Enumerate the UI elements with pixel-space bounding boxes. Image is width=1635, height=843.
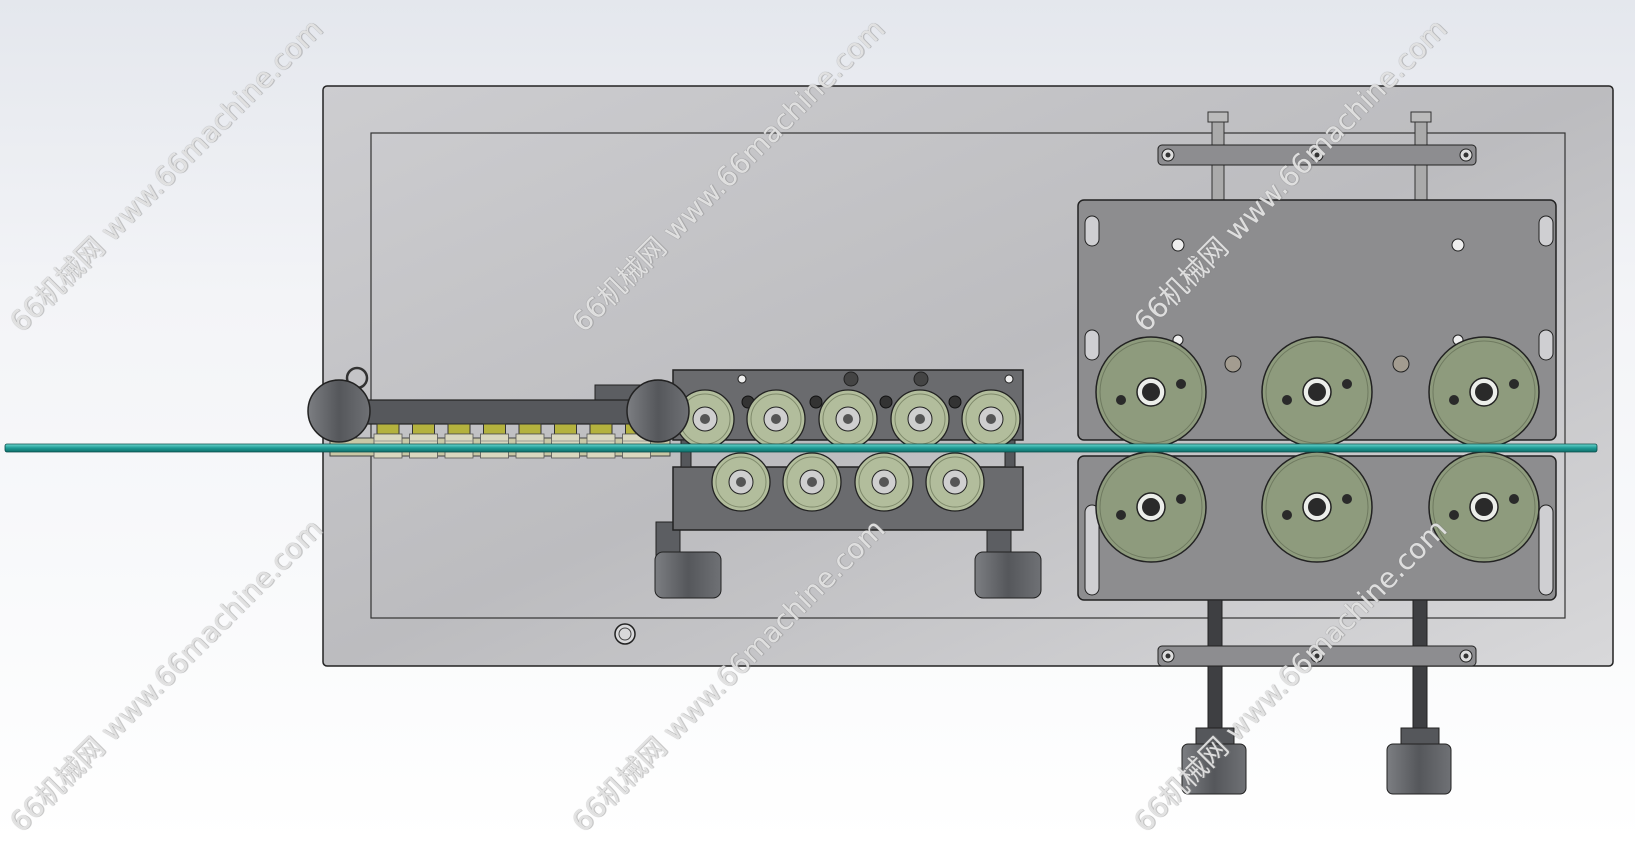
top-adjust-bar <box>1157 111 1477 201</box>
small-roller-bottom-1 <box>711 452 771 512</box>
pre-straightener-rollers <box>675 389 1021 512</box>
guide-nozzle-3 <box>444 423 474 459</box>
main-feed-rollers <box>1095 336 1540 563</box>
small-roller-top-4 <box>890 389 950 449</box>
feed-roller-bottom-2 <box>1261 451 1373 563</box>
feed-roller-bottom-3 <box>1428 451 1540 563</box>
pre-straightener <box>654 369 1042 599</box>
wire <box>4 443 1598 453</box>
feed-roller-top-3 <box>1428 336 1540 448</box>
bottom-adjust-bar <box>1157 599 1477 795</box>
guide-nozzle-2 <box>409 423 438 459</box>
small-roller-top-3 <box>818 389 878 449</box>
small-roller-bottom-4 <box>925 452 985 512</box>
small-roller-bottom-2 <box>782 452 842 512</box>
small-roller-top-2 <box>746 389 806 449</box>
guide-nozzle-5 <box>515 423 545 459</box>
guide-nozzle-1 <box>373 423 403 459</box>
guide-nozzle-6 <box>551 423 580 459</box>
guide-nozzle-7 <box>586 423 616 459</box>
small-roller-bottom-3 <box>854 452 914 512</box>
feed-roller-top-2 <box>1261 336 1373 448</box>
small-roller-top-5 <box>961 389 1021 449</box>
guide-nozzle-4 <box>480 423 509 459</box>
feed-roller-top-1 <box>1095 336 1207 448</box>
feed-roller-bottom-1 <box>1095 451 1207 563</box>
